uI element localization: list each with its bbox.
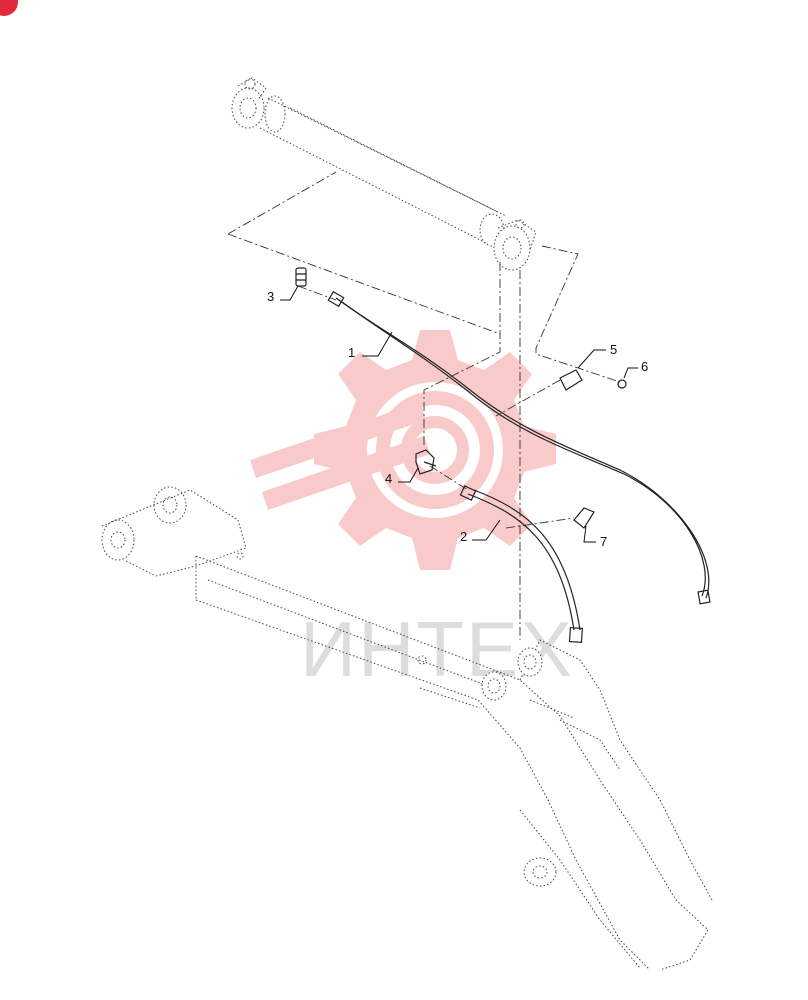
boom-arm [101,486,713,971]
callout-7: 7 [583,525,607,549]
callout-1: 1 [348,331,393,360]
callout-1-label: 1 [348,345,355,360]
callout-5-label: 5 [610,342,617,357]
callout-2: 2 [460,519,501,544]
bolt-6-icon [617,379,627,389]
hose-1 [327,290,711,605]
assembly-lines [227,171,621,640]
callout-4-label: 4 [385,471,392,486]
callout-6: 6 [623,359,648,379]
hydraulic-cylinder [231,77,537,271]
callout-2-label: 2 [460,529,467,544]
clamp-5-icon [559,369,583,391]
callout-7-label: 7 [600,534,607,549]
watermark-gear-icon [250,330,556,570]
corner-badge-icon [0,0,18,16]
callout-5: 5 [577,342,617,369]
hose-2 [459,485,584,644]
fitting-3-icon [295,267,307,287]
callout-3: 3 [267,285,299,304]
callout-3-label: 3 [267,289,274,304]
fitting-4-icon [415,449,437,475]
callout-6-label: 6 [641,359,648,374]
clip-7-icon [573,507,595,529]
callout-4: 4 [385,467,419,486]
